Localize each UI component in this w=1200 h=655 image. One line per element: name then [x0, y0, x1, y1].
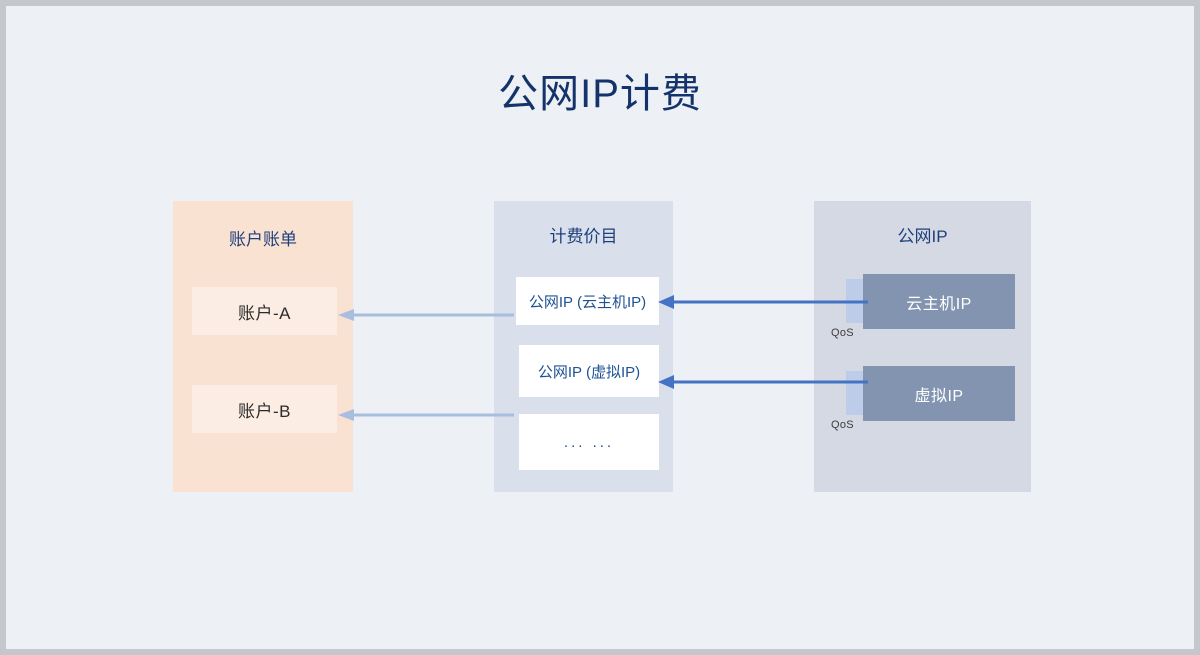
arrow-cloud-ip-to-pricing: [658, 295, 868, 309]
account-item-a[interactable]: 账户-A: [192, 287, 337, 335]
public-ip-item-virtual[interactable]: 虚拟IP: [863, 366, 1015, 421]
panel-public-ip: 公网IP 云主机IP QoS 虚拟IP QoS: [814, 201, 1031, 492]
pricing-item-virtual-ip[interactable]: 公网IP (虚拟IP): [519, 345, 659, 397]
arrow-pricing-to-account-a: [338, 309, 514, 321]
panel-account-billing-title: 账户账单: [229, 230, 297, 249]
arrow-pricing-to-account-b: [338, 409, 514, 421]
arrow-virtual-ip-to-pricing: [658, 375, 868, 389]
page-title: 公网IP计费: [498, 72, 702, 116]
pricing-item-virtual-ip-label: 公网IP (虚拟IP): [537, 363, 641, 381]
panel-public-ip-title: 公网IP: [897, 227, 948, 246]
public-ip-item-virtual-label: 虚拟IP: [914, 387, 964, 405]
account-item-b-label: 账户-B: [238, 401, 291, 421]
diagram-canvas: 公网IP计费 账户账单 账户-A 账户-B 计费价目 公网IP (云主机IP) …: [6, 6, 1194, 649]
account-item-b[interactable]: 账户-B: [192, 385, 337, 433]
pricing-item-cloud-ip-label: 公网IP (云主机IP): [528, 293, 647, 311]
public-ip-item-cloud-label: 云主机IP: [906, 295, 972, 313]
qos-label-cloud-ip: QoS: [831, 327, 854, 339]
public-ip-item-cloud[interactable]: 云主机IP: [863, 274, 1015, 329]
pricing-item-more[interactable]: ... ...: [519, 414, 659, 470]
qos-label-virtual-ip: QoS: [831, 419, 854, 431]
panel-account-billing: 账户账单 账户-A 账户-B: [173, 201, 353, 492]
panel-pricing-title: 计费价目: [549, 227, 618, 246]
pricing-item-cloud-ip[interactable]: 公网IP (云主机IP): [516, 277, 659, 325]
pricing-item-more-label: ... ...: [563, 433, 615, 451]
panel-pricing: 计费价目 公网IP (云主机IP) 公网IP (虚拟IP) ... ...: [494, 201, 673, 492]
account-item-a-label: 账户-A: [238, 303, 291, 323]
